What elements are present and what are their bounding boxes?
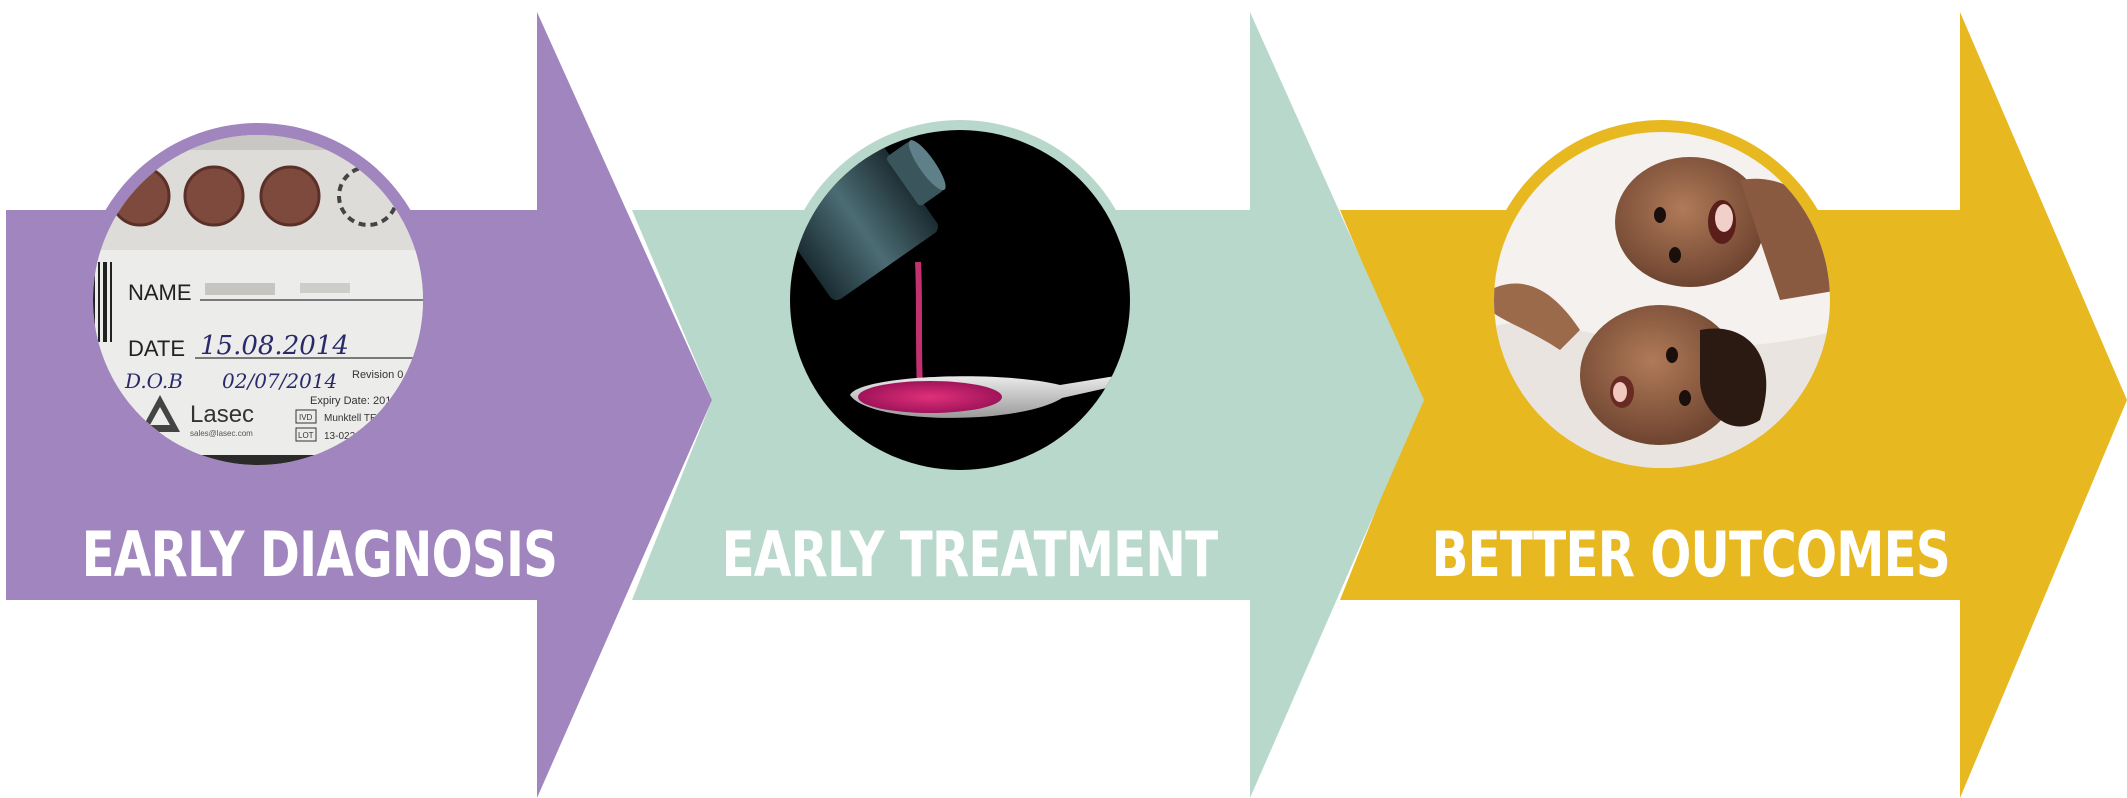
card-revision: Revision 0 xyxy=(352,369,403,381)
card-dob-label: D.O.B xyxy=(124,369,183,393)
card-date-label: DATE xyxy=(128,336,185,361)
card-brand: Lasec xyxy=(190,401,254,428)
card-name-label: NAME xyxy=(128,280,192,305)
card-lot-label: LOT xyxy=(298,431,314,440)
step-label-early-treatment: EARLY TREATMENT xyxy=(722,515,1159,595)
step-label-early-diagnosis: EARLY DIAGNOSIS xyxy=(82,515,519,595)
step-label-better-outcomes: BETTER OUTCOMES xyxy=(1432,515,1869,595)
card-date-value: 15.08.2014 xyxy=(200,331,349,361)
outcomes-image xyxy=(1480,120,1842,480)
card-dob-value: 02/07/2014 xyxy=(222,369,337,393)
card-expiry: Expiry Date: 201 xyxy=(310,395,391,407)
card-brand-email: sales@lasec.com xyxy=(190,429,253,438)
card-ivd: IVD xyxy=(299,413,313,422)
